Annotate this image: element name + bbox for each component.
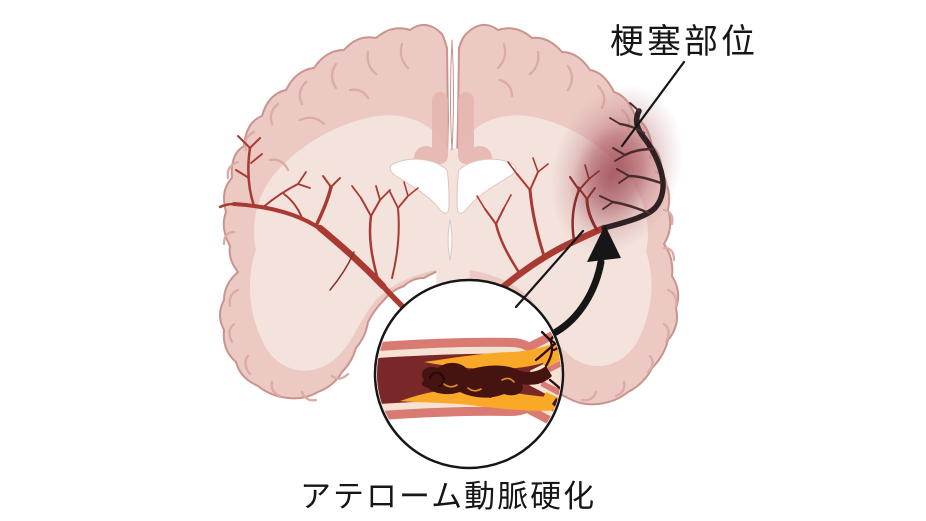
brain-coronal-section <box>219 23 683 406</box>
annotations <box>514 60 686 336</box>
white-matter-left <box>250 115 446 371</box>
lateral-ventricles <box>389 158 517 214</box>
arrowhead <box>587 225 621 262</box>
leader-line-inset <box>514 229 585 309</box>
leader-line-infarct <box>620 60 686 148</box>
sulci <box>222 42 678 402</box>
thrombus-accents <box>443 377 515 392</box>
atherosclerosis-inset <box>373 278 565 470</box>
atherosclerosis-label: アテローム動脈硬化 <box>300 479 597 514</box>
infarct-site-label: 梗塞部位 <box>610 23 758 61</box>
longitudinal-fissure <box>450 39 454 151</box>
cause-arrow <box>552 225 621 336</box>
artery-tree-left <box>218 135 419 309</box>
third-ventricle <box>447 219 453 261</box>
occluded-artery <box>599 102 666 231</box>
